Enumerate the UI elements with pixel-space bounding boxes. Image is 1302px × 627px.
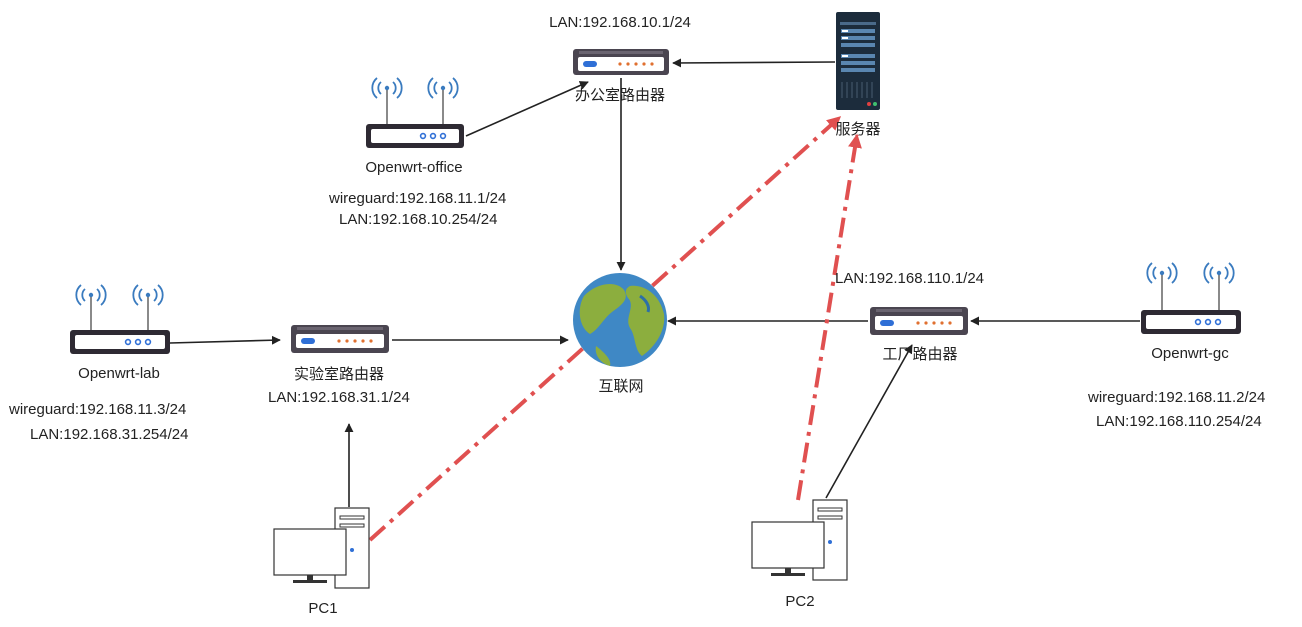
connections	[169, 58, 1140, 507]
lab-router-icon	[291, 325, 389, 353]
openwrt-lab-wireguard-label: wireguard:192.168.11.3/24	[9, 401, 187, 418]
lab-router-name-label: 实验室路由器	[293, 366, 385, 383]
internet-name-label: 互联网	[598, 378, 644, 395]
openwrt-lab-lan-label: LAN:192.168.31.254/24	[30, 426, 189, 443]
pc1-name-label: PC1	[308, 600, 338, 617]
openwrt-office-wireguard-label: wireguard:192.168.11.1/24	[329, 190, 507, 207]
openwrt-gc-wireguard-label: wireguard:192.168.11.2/24	[1088, 389, 1266, 406]
openwrt-office-name-label: Openwrt-office	[365, 159, 463, 176]
link-openwrt-lab-to-lab-router	[169, 335, 281, 345]
factory-router-lan-label: LAN:192.168.110.1/24	[835, 270, 985, 287]
pc1-icon	[273, 507, 370, 589]
server-icon	[836, 12, 880, 110]
openwrt-office-lan-label: LAN:192.168.10.254/24	[339, 211, 498, 228]
lab-router-lan-label: LAN:192.168.31.1/24	[268, 389, 410, 406]
factory-router-name-label: 工厂路由器	[882, 346, 958, 363]
office-router-lan-label: LAN:192.168.10.1/24	[549, 14, 691, 31]
openwrt-gc-icon	[1141, 262, 1241, 334]
tunnel-pc2-to-server	[796, 133, 862, 501]
link-openwrt-office-to-office-router	[465, 81, 589, 137]
office-router-icon	[573, 49, 669, 75]
openwrt-lab-name-label: Openwrt-lab	[78, 365, 160, 382]
openwrt-gc-name-label: Openwrt-gc	[1151, 345, 1229, 362]
pc2-icon	[751, 499, 848, 581]
globe-icon	[573, 273, 667, 367]
link-pc2-to-factory-router	[825, 344, 913, 499]
factory-router-icon	[870, 307, 968, 335]
office-router-name-label: 办公室路由器	[574, 87, 666, 104]
openwrt-lab-icon	[70, 284, 170, 354]
openwrt-gc-lan-label: LAN:192.168.110.254/24	[1096, 413, 1262, 430]
server-name-label: 服务器	[835, 121, 881, 138]
pc2-name-label: PC2	[785, 593, 815, 610]
link-server-to-office-router	[672, 58, 836, 68]
openwrt-office-icon	[366, 77, 464, 148]
